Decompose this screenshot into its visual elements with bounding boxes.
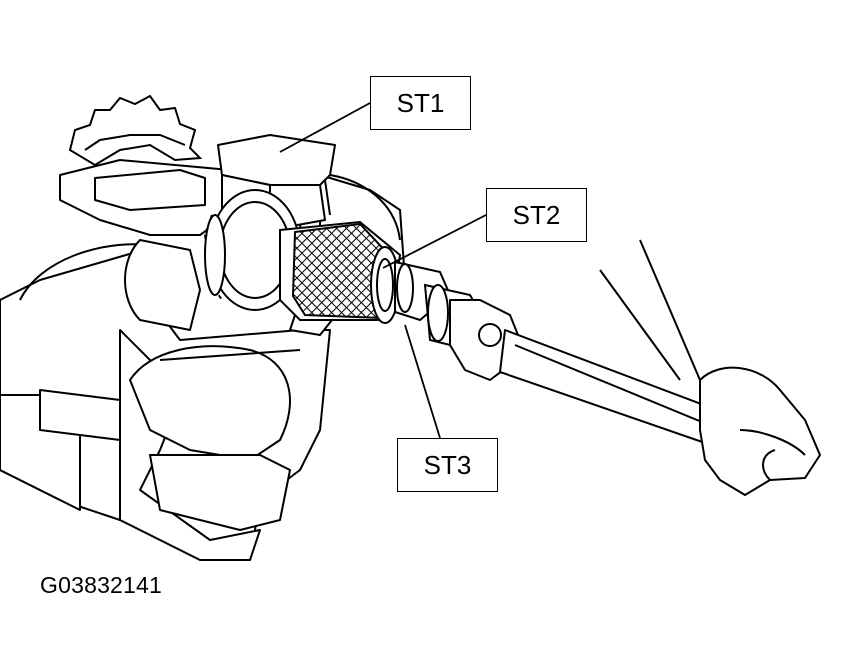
vise-body	[0, 243, 331, 561]
figure-code: G03832141	[40, 572, 163, 598]
st2-label: ST2	[486, 188, 587, 242]
gear-flange	[203, 189, 307, 311]
hand-sleeve	[599, 239, 821, 496]
st1-label: ST1	[370, 76, 471, 130]
shaft-assembly	[279, 220, 492, 352]
upper-gear	[68, 94, 203, 167]
leader-lines	[279, 102, 487, 439]
st3-label: ST3	[397, 438, 498, 492]
